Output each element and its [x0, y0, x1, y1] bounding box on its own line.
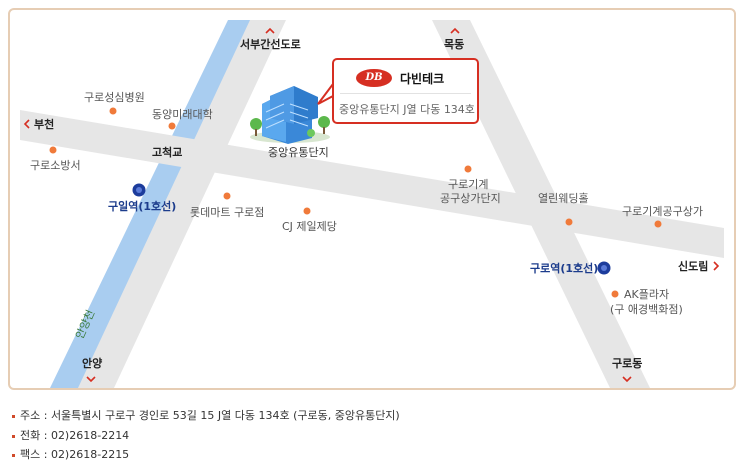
info-phone: 전화 : 02)2618-2214 [12, 427, 129, 443]
label-cj: CJ 제일제당 [282, 220, 337, 233]
label-dongyang: 동양미래대학 [152, 108, 213, 121]
company-short-address: 중앙유통단지 J열 다동 134호 [339, 103, 475, 116]
arrow-guro-dong [622, 376, 632, 383]
label-ak-2: (구 애경백화점) [610, 303, 683, 316]
dot-ak [611, 290, 619, 298]
info-phone-text: 전화 : 02)2618-2214 [20, 429, 130, 442]
label-tool-mall: 구로기계공구상가 [622, 205, 703, 218]
label-guro-fire: 구로소방서 [30, 159, 81, 172]
road-seobu [78, 20, 286, 388]
label-lotte: 롯데마트 구로점 [190, 206, 265, 219]
dot-tool-mall [654, 220, 662, 228]
arrow-mokdong [450, 27, 460, 34]
label-anyang: 안양 [82, 357, 103, 370]
label-gocheok: 고척교 [152, 146, 183, 159]
bullet-icon [12, 414, 15, 418]
building-icon [250, 86, 330, 144]
label-bucheon: 부천 [34, 118, 55, 131]
arrow-seobu [265, 27, 275, 34]
dot-cj [303, 207, 311, 215]
arrow-anyang [86, 376, 96, 383]
label-guro-st-mary: 구로성심병원 [84, 91, 145, 104]
label-sindorim: 신도림 [678, 260, 709, 273]
road-arrows [23, 27, 720, 383]
info-address: 주소 : 서울특별시 구로구 경인로 53길 15 J열 다동 134호 (구로… [12, 407, 400, 423]
dot-machinery [464, 165, 472, 173]
label-guro-dong: 구로동 [612, 357, 643, 370]
dot-wedding [565, 218, 573, 226]
label-station-guro: 구로역(1호선) [530, 262, 599, 275]
label-seobu: 서부간선도로 [240, 38, 301, 51]
bullet-icon [12, 453, 15, 457]
road-mokdong [432, 20, 650, 388]
company-name: 다빈테크 [400, 72, 445, 86]
dot-guro-fire [49, 146, 57, 154]
label-station-guil: 구일역(1호선) [108, 200, 177, 213]
label-mokdong: 목동 [444, 38, 465, 51]
info-fax-text: 팩스 : 02)2618-2215 [20, 448, 130, 461]
dot-lotte [223, 192, 231, 200]
bullet-icon [12, 434, 15, 438]
info-fax: 팩스 : 02)2618-2215 [12, 446, 129, 462]
dot-dongyang [168, 122, 176, 130]
label-machinery-1: 구로기계 [448, 178, 489, 191]
label-ak-1: AK플라자 [624, 288, 670, 301]
map-canvas [20, 20, 724, 388]
info-address-text: 주소 : 서울특별시 구로구 경인로 53길 15 J열 다동 134호 (구로… [20, 409, 400, 422]
callout-pointer [317, 81, 334, 105]
label-machinery-2: 공구상가단지 [440, 192, 501, 205]
callout-divider [340, 93, 471, 94]
arrow-sindorim [713, 261, 720, 271]
company-callout: DB 다빈테크 중앙유통단지 J열 다동 134호 [332, 58, 479, 124]
station-markers [132, 183, 611, 275]
landmark-dots [49, 107, 662, 298]
arrow-bucheon [23, 119, 30, 129]
dot-guro-st-mary [109, 107, 117, 115]
label-wedding: 열린웨딩홀 [538, 192, 589, 205]
label-building: 중앙유통단지 [268, 146, 329, 159]
company-logo: DB [356, 69, 392, 87]
